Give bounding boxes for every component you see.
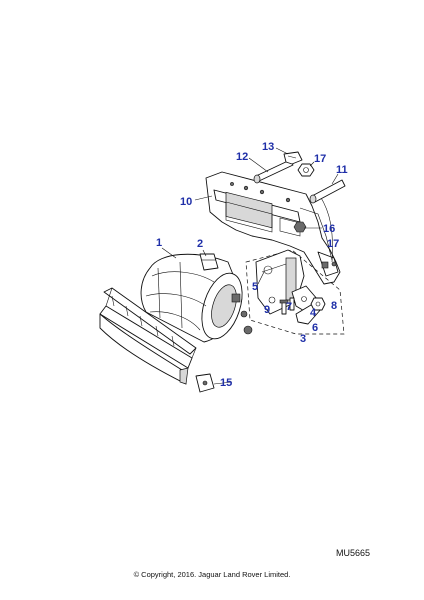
callout-6: 6 [312, 322, 318, 334]
nut-17-top [297, 163, 315, 177]
callout-2: 2 [197, 238, 203, 250]
leader-lines [161, 147, 339, 385]
callout-labels: 1 2 3 4 5 6 7 8 9 10 11 12 13 15 16 17 1… [156, 141, 348, 389]
callout-7: 7 [286, 301, 292, 313]
copyright-notice: © Copyright, 2016. Jaguar Land Rover Lim… [133, 570, 291, 579]
callout-5: 5 [252, 281, 258, 293]
callout-9: 9 [264, 304, 270, 316]
callout-3: 3 [300, 333, 306, 345]
callout-16: 16 [323, 223, 335, 235]
connector-2 [199, 253, 219, 271]
airbag-module-1 [140, 253, 248, 343]
diagram-code: MU5665 [336, 548, 371, 558]
clip-13 [283, 151, 303, 165]
callout-10: 10 [180, 196, 192, 208]
callout-11: 11 [336, 164, 348, 176]
callout-17-side: 17 [327, 238, 339, 250]
callout-8: 8 [331, 300, 337, 312]
callout-15: 15 [220, 377, 232, 389]
module-assembly-group-3 [245, 249, 345, 335]
callout-12: 12 [236, 151, 248, 163]
callout-1: 1 [156, 237, 162, 249]
rod-12 [253, 159, 294, 184]
callout-4: 4 [310, 307, 317, 319]
clip-15 [195, 373, 215, 393]
nut-airbag-bottom [243, 325, 253, 335]
callout-17-top: 17 [314, 153, 326, 165]
callout-13: 13 [262, 141, 274, 153]
rod-11 [309, 179, 346, 204]
mounting-bracket-panel [205, 171, 341, 285]
nut-16 [293, 221, 307, 233]
airbag-cover-panel [99, 287, 197, 385]
